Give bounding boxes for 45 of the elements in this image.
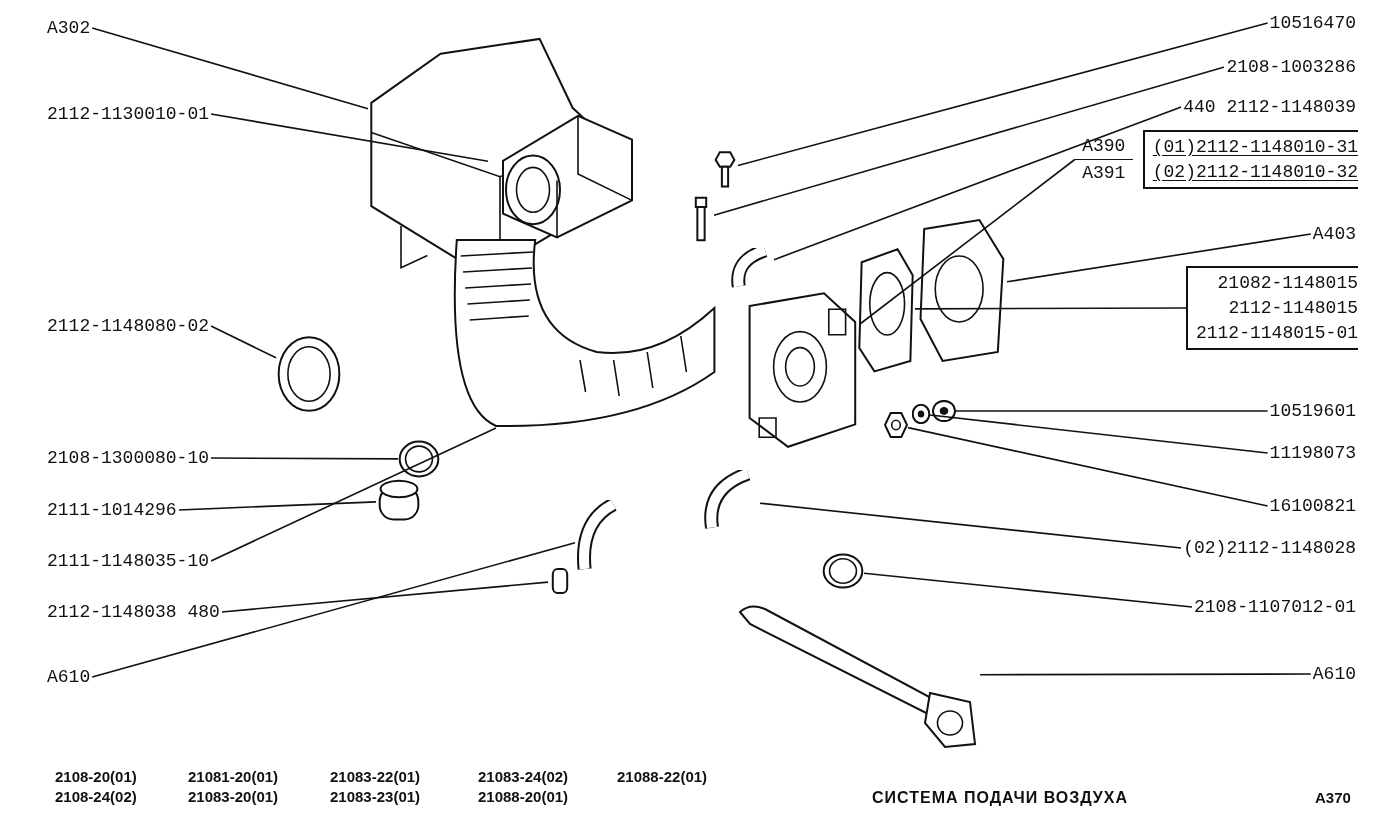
leader-line	[210, 457, 399, 460]
model-code: 21088-22(01)	[617, 768, 708, 785]
leader-line	[1006, 233, 1312, 283]
leader-line	[955, 410, 1269, 412]
part-number: 21082-1148015	[1217, 272, 1358, 294]
model-code: 21083-23(01)	[330, 788, 421, 805]
part-number: 2112-1148015	[1228, 297, 1358, 319]
leader-line	[759, 502, 1182, 549]
part-number: A390	[1082, 135, 1126, 157]
model-code: 2108-24(02)	[55, 788, 137, 805]
leader-line	[737, 22, 1269, 167]
leader-line	[914, 307, 1187, 310]
part-number: (02)2112-1148010-32	[1152, 161, 1358, 183]
screw-drawing	[712, 150, 738, 188]
leader-line	[210, 427, 497, 562]
hose-clamp-drawing	[276, 334, 342, 414]
washer-drawing	[932, 400, 956, 422]
small-clamp-drawing	[398, 440, 440, 478]
model-code: 21083-20(01)	[188, 788, 279, 805]
model-code: 21088-20(01)	[478, 788, 569, 805]
hose-clamp-drawing	[822, 553, 864, 589]
leader-line	[979, 673, 1312, 676]
leader-line	[221, 581, 549, 613]
part-number: A391	[1082, 162, 1126, 184]
washer-drawing	[912, 404, 930, 424]
model-code: 21081-20(01)	[188, 768, 279, 785]
part-number: (01)2112-1148010-31	[1152, 136, 1358, 158]
part-number: (02)2112-1148028	[1181, 538, 1358, 558]
leader-line	[773, 106, 1182, 261]
leader-line	[177, 501, 377, 511]
leader-line	[863, 572, 1193, 608]
leader-line	[859, 158, 1076, 325]
model-code: 21083-24(02)	[478, 768, 569, 785]
leader-line	[91, 27, 369, 110]
leader-line	[210, 325, 277, 359]
diagram-title: СИСТЕМА ПОДАЧИ ВОЗДУХА	[872, 789, 1129, 807]
model-code: A370	[1315, 789, 1351, 806]
leader-line	[713, 66, 1226, 216]
leader-line	[907, 426, 1269, 507]
leader-line	[91, 541, 576, 678]
nut-drawing	[884, 412, 908, 438]
leader-line	[210, 113, 489, 162]
part-number: 2112-1148015-01	[1195, 322, 1358, 344]
model-code: 21083-22(01)	[330, 768, 421, 785]
model-code: 2108-20(01)	[55, 768, 137, 785]
